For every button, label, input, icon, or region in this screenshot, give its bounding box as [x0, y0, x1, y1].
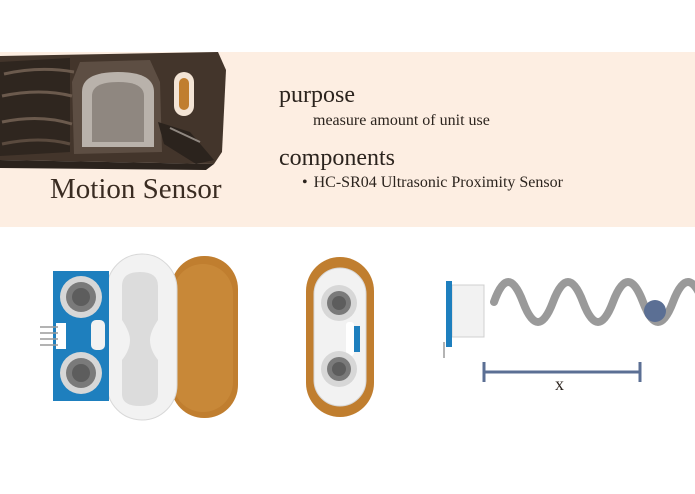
purpose-heading: purpose [279, 82, 355, 108]
distance-dimension-line [482, 362, 642, 382]
ultrasonic-wave [490, 278, 695, 326]
component-list-item: • HC-SR04 Ultrasonic Proximity Sensor [302, 174, 563, 192]
assembled-sensor [306, 257, 374, 417]
header-banner: Motion Sensor purpose measure amount of … [0, 52, 695, 227]
sensor-side-view [443, 281, 485, 358]
device-sketch-image [0, 52, 226, 170]
white-middle-shell [106, 253, 178, 421]
hc-sr04-board [40, 271, 109, 401]
distance-label: x [555, 374, 564, 394]
orange-back-shell [171, 256, 238, 418]
bullet-glyph: • [302, 174, 308, 191]
page-title: Motion Sensor [50, 173, 222, 205]
component-label: HC-SR04 Ultrasonic Proximity Sensor [313, 174, 563, 191]
purpose-text: measure amount of unit use [313, 112, 490, 129]
target-dot [644, 300, 666, 322]
components-heading: components [279, 145, 395, 171]
